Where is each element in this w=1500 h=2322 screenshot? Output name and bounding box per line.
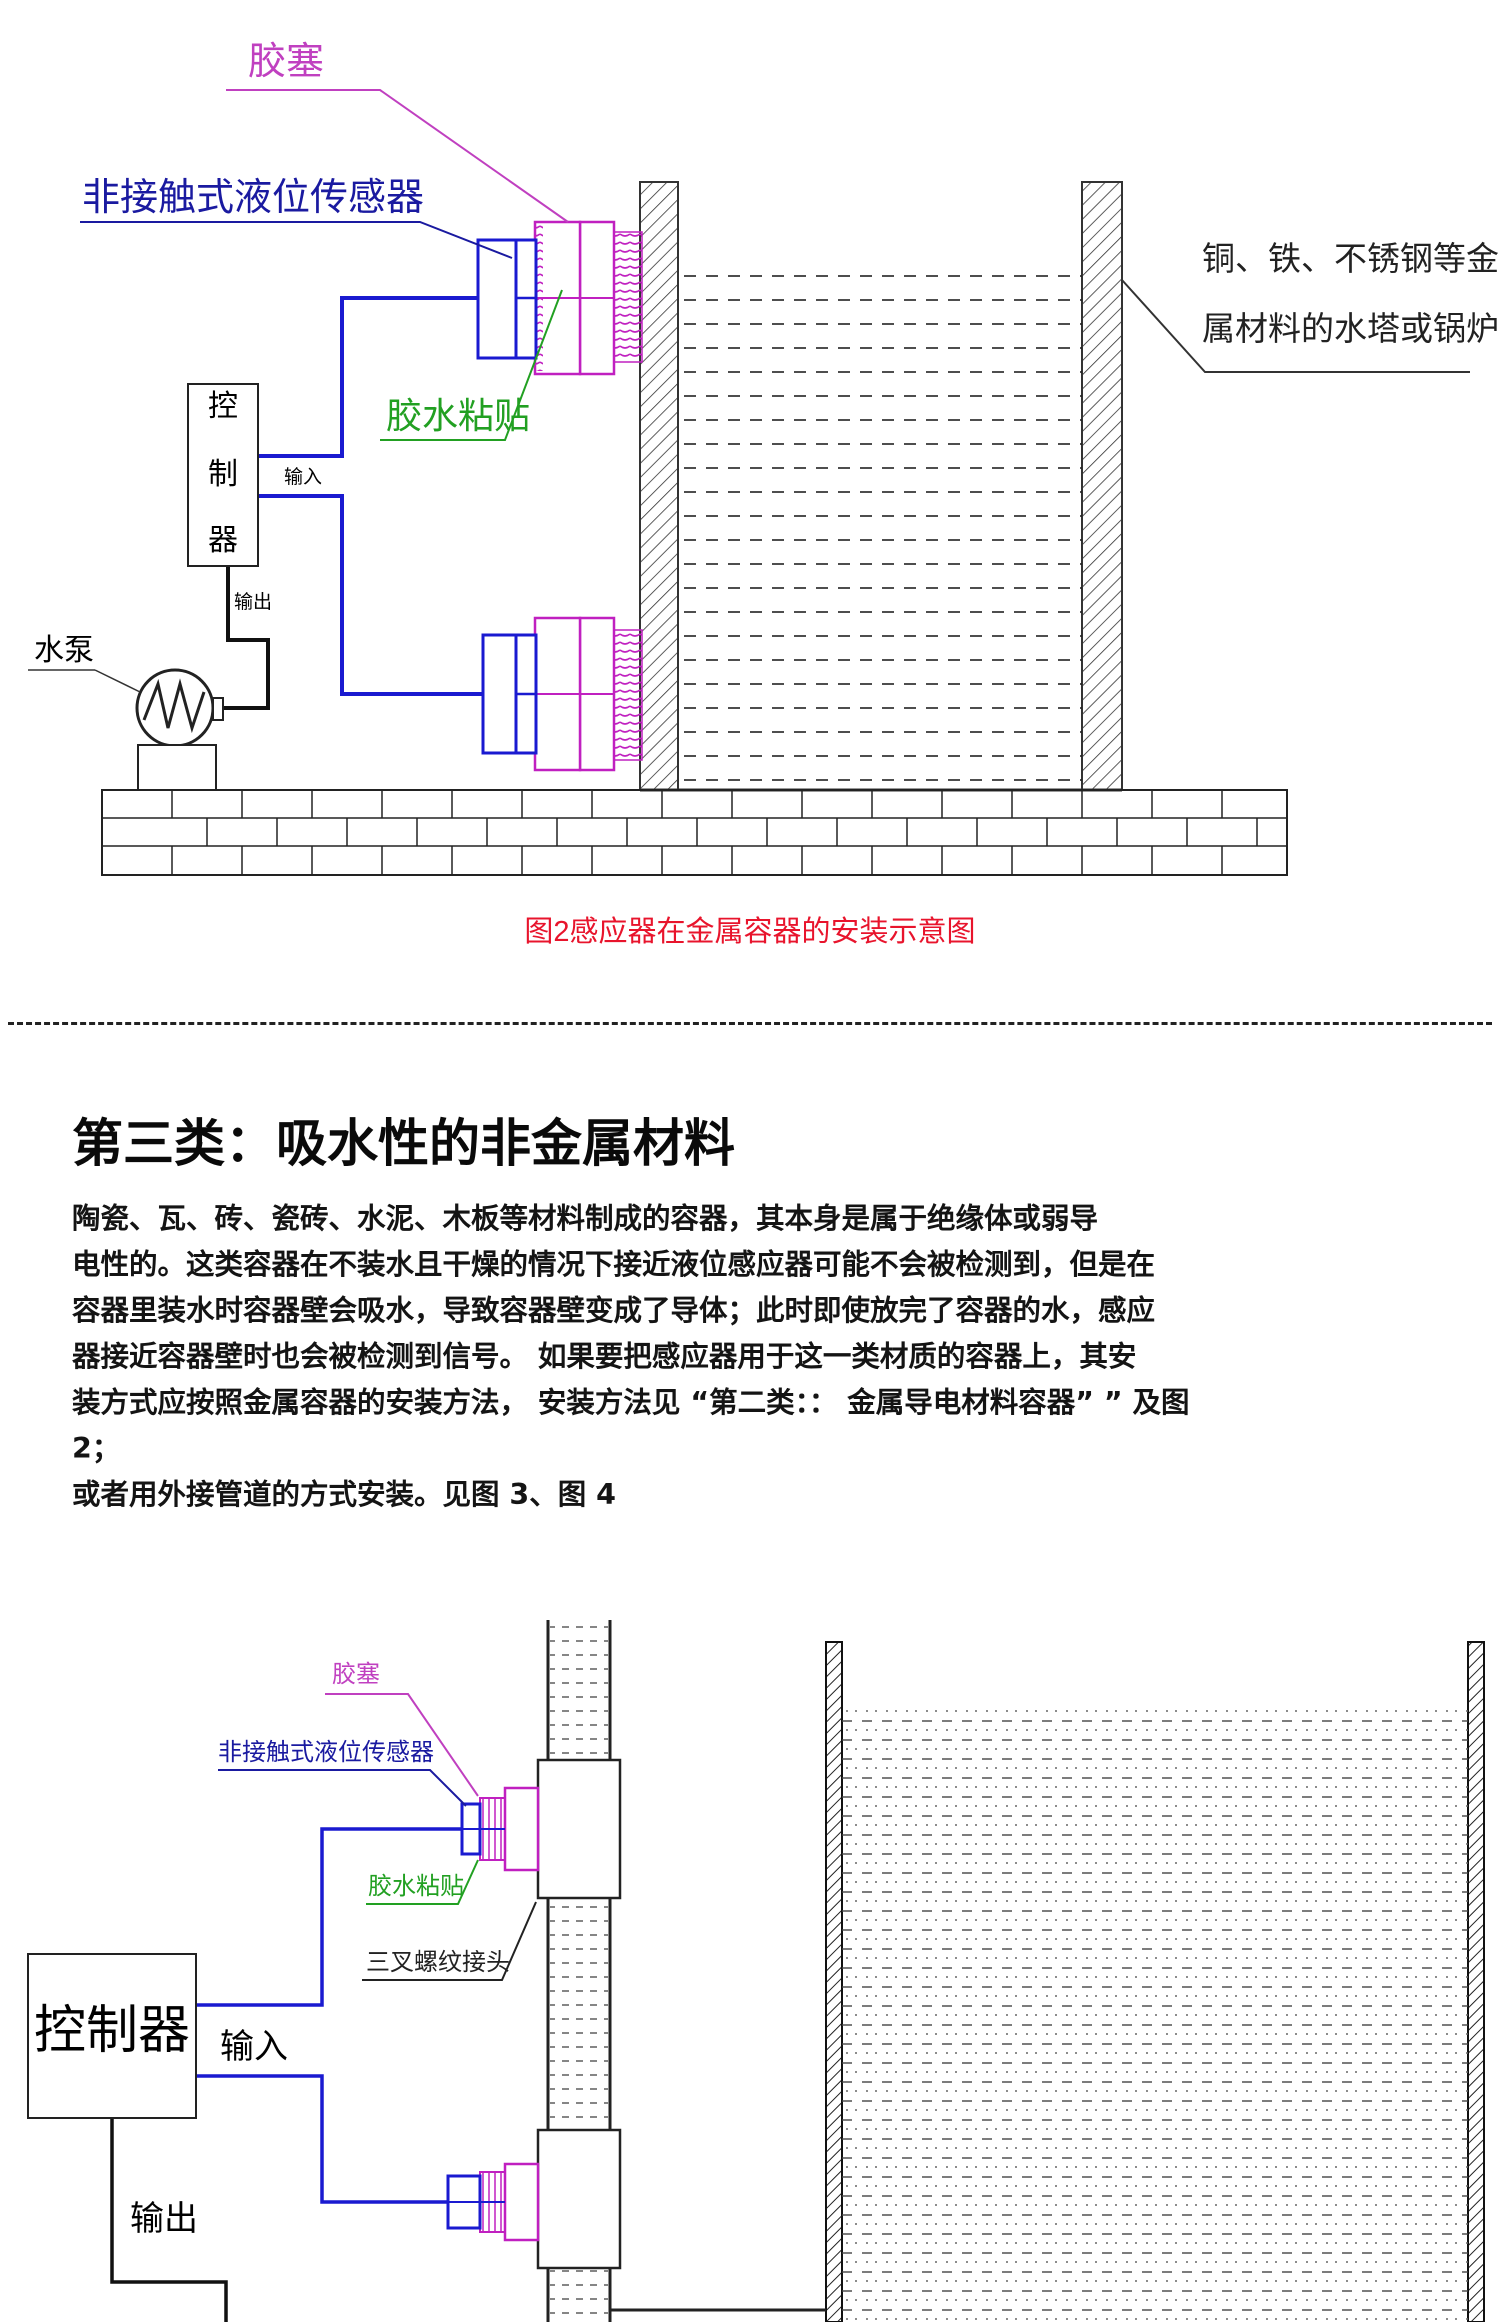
section-title: 第三类：吸水性的非金属材料 <box>72 1115 736 1174</box>
output-label: 输出 <box>234 591 272 613</box>
tank-right-wall <box>1081 181 1123 791</box>
tank-material-label-2: 属材料的水塔或锅炉 <box>1202 309 1499 348</box>
metal-container-install-diagram: 控 制 器 输入 输出 水泵 胶塞 非接触式液位传感器 胶水粘贴 铜、铁、不锈钢… <box>28 39 1499 876</box>
controller-box: 控 制 器 <box>187 383 259 567</box>
glue-label: 胶水粘贴 <box>368 1872 464 1900</box>
thread-pipe <box>611 231 643 363</box>
section-body: 陶瓷、瓦、砖、瓷砖、水泥、木板等材料制成的容器，其本身是属于绝缘体或弱导 电性的… <box>72 1196 1432 1518</box>
dashed-divider <box>8 1022 1492 1025</box>
controller-box: 控制器 <box>27 1953 197 2119</box>
plug-label: 胶塞 <box>248 39 324 83</box>
tank-water <box>678 262 1082 787</box>
metal-tank <box>639 181 1123 792</box>
sensor-assembly-upper <box>476 220 643 376</box>
paragraph-line: 器接近容器壁时也会被检测到信号。 如果要把感应器用于这一类材质的容器上，其安 <box>72 1340 1137 1373</box>
tee-label: 三叉螺纹接头 <box>366 1948 510 1976</box>
paragraph-line: 装方式应按照金属容器的安装方法， 安装方法见 “第二类：： 金属导电材料容器” … <box>72 1386 1190 1419</box>
sensor-label: 非接触式液位传感器 <box>218 1738 434 1766</box>
glue-label: 胶水粘贴 <box>386 396 530 437</box>
paragraph-last-line: 或者用外接管道的方式安装。见图 3、图 4 <box>72 1478 617 1511</box>
controller-label: 控制器 <box>34 2001 190 2061</box>
input-label: 输入 <box>284 466 322 488</box>
tee-fitting-upper <box>460 1758 622 1900</box>
controller-char-2: 制 <box>208 457 238 492</box>
brick-floor <box>101 789 1288 876</box>
pump-label: 水泵 <box>34 633 94 668</box>
controller-char-1: 控 <box>208 389 238 424</box>
tank-left-wall <box>639 181 679 791</box>
tank-material-label-1: 铜、铁、不锈钢等金 <box>1202 239 1499 278</box>
controller-char-3: 器 <box>208 523 238 558</box>
paragraph-line: 电性的。这类容器在不装水且干燥的情况下接近液位感应器可能不会被检测到，但是在 <box>72 1248 1156 1281</box>
plug-label: 胶塞 <box>332 1660 380 1688</box>
sensor-assembly-lower <box>481 616 643 772</box>
tank-water <box>842 1706 1468 2322</box>
tee-fitting-lower <box>446 2128 622 2270</box>
paragraph-line: 2； <box>72 1432 121 1465</box>
paragraph-line: 陶瓷、瓦、砖、瓷砖、水泥、木板等材料制成的容器，其本身是属于绝缘体或弱导 <box>72 1202 1099 1235</box>
signal-wires <box>216 296 483 710</box>
output-label: 输出 <box>130 2199 198 2239</box>
water-tank <box>825 1641 1485 2322</box>
pump-base <box>137 744 217 791</box>
external-pipe-install-diagram: 控制器 输入 输出 胶塞 非接触式液位传感器 胶水粘贴 三叉螺纹接头 <box>27 1620 1485 2322</box>
tank-right-wall <box>1467 1641 1485 2322</box>
paragraph-line: 容器里装水时容器壁会吸水，导致容器壁变成了导体；此时即使放完了容器的水，感应 <box>72 1294 1156 1327</box>
tank-left-wall <box>825 1641 843 2322</box>
input-label: 输入 <box>220 2027 288 2067</box>
sensor-label: 非接触式液位传感器 <box>82 175 424 219</box>
water-pump <box>28 668 224 791</box>
figure-caption: 图2感应器在金属容器的安装示意图 <box>524 916 976 948</box>
